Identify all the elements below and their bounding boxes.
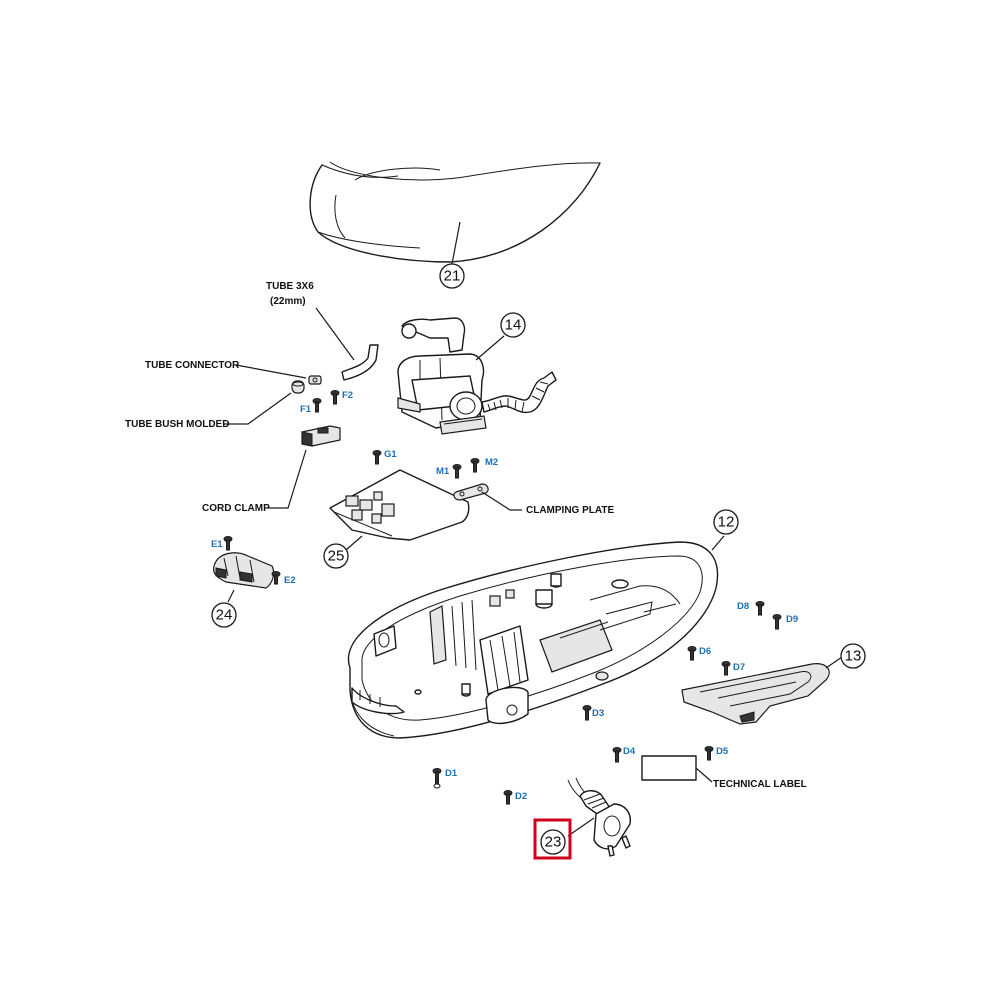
label-tube-connector: TUBE CONNECTOR bbox=[145, 360, 240, 371]
tube-connector bbox=[235, 364, 322, 385]
callout-24: 24 bbox=[211, 602, 237, 628]
callout-12: 12 bbox=[713, 509, 739, 535]
screw-d7 bbox=[721, 661, 731, 676]
part-25-pcb bbox=[329, 469, 470, 551]
code-e2: E2 bbox=[284, 575, 296, 586]
code-d9: D9 bbox=[786, 614, 798, 625]
part-21-top-cover bbox=[309, 161, 601, 265]
code-f2: F2 bbox=[342, 390, 353, 401]
svg-text:13: 13 bbox=[845, 648, 862, 665]
part-12-base-housing bbox=[347, 535, 725, 739]
svg-text:24: 24 bbox=[216, 607, 233, 624]
screw-d8 bbox=[755, 601, 765, 616]
label-technical-label: TECHNICAL LABEL bbox=[713, 779, 807, 790]
part-23-power-plug bbox=[567, 777, 631, 857]
label-tube-line2: (22mm) bbox=[270, 296, 306, 307]
code-d1: D1 bbox=[445, 768, 458, 779]
code-g1: G1 bbox=[384, 449, 397, 460]
svg-text:25: 25 bbox=[328, 548, 345, 565]
clamping-plate bbox=[453, 483, 522, 511]
screw-d3 bbox=[582, 705, 592, 721]
code-d3: D3 bbox=[592, 708, 604, 719]
code-e1: E1 bbox=[211, 539, 223, 550]
label-tube-bush-molded: TUBE BUSH MOLDED bbox=[125, 419, 229, 430]
screw-g1 bbox=[372, 450, 382, 465]
part-13-plate bbox=[681, 656, 843, 725]
code-m1: M1 bbox=[436, 466, 450, 477]
screw-f2 bbox=[330, 390, 340, 405]
part-24-bracket bbox=[213, 552, 275, 603]
label-tube-line1: TUBE 3X6 bbox=[266, 281, 314, 292]
svg-text:12: 12 bbox=[718, 514, 735, 531]
code-d7: D7 bbox=[733, 662, 745, 673]
callout-23: 23 bbox=[540, 829, 566, 855]
highlight-box bbox=[533, 818, 572, 860]
screw-e2 bbox=[271, 571, 281, 585]
screw-d1 bbox=[432, 768, 442, 789]
tube-bush-molded bbox=[224, 380, 305, 425]
code-d5: D5 bbox=[716, 746, 729, 757]
screw-e1 bbox=[223, 536, 233, 551]
callout-14: 14 bbox=[500, 312, 526, 338]
screw-d6 bbox=[687, 646, 697, 661]
cord-clamp bbox=[268, 425, 341, 509]
code-d8: D8 bbox=[737, 601, 749, 612]
technical-label bbox=[641, 755, 713, 783]
screw-f1 bbox=[312, 398, 322, 413]
screw-d5 bbox=[704, 746, 714, 761]
screw-d9 bbox=[772, 614, 782, 630]
label-clamping-plate: CLAMPING PLATE bbox=[526, 505, 614, 516]
code-d6: D6 bbox=[699, 646, 711, 657]
callout-21: 21 bbox=[439, 263, 465, 289]
svg-text:21: 21 bbox=[444, 268, 461, 285]
callout-13: 13 bbox=[840, 643, 866, 669]
svg-text:23: 23 bbox=[545, 834, 562, 851]
screw-m2 bbox=[470, 458, 480, 473]
code-d2: D2 bbox=[515, 791, 527, 802]
code-m2: M2 bbox=[485, 457, 498, 468]
code-f1: F1 bbox=[300, 404, 312, 415]
screw-d4 bbox=[612, 747, 622, 763]
part-14-pump bbox=[397, 317, 557, 435]
tube-3x6 bbox=[315, 307, 379, 381]
screw-m1 bbox=[452, 464, 462, 479]
svg-text:14: 14 bbox=[505, 317, 522, 334]
screw-d2 bbox=[503, 790, 513, 805]
callout-25: 25 bbox=[323, 543, 349, 569]
label-cord-clamp: CORD CLAMP bbox=[202, 503, 270, 514]
code-d4: D4 bbox=[623, 746, 636, 757]
